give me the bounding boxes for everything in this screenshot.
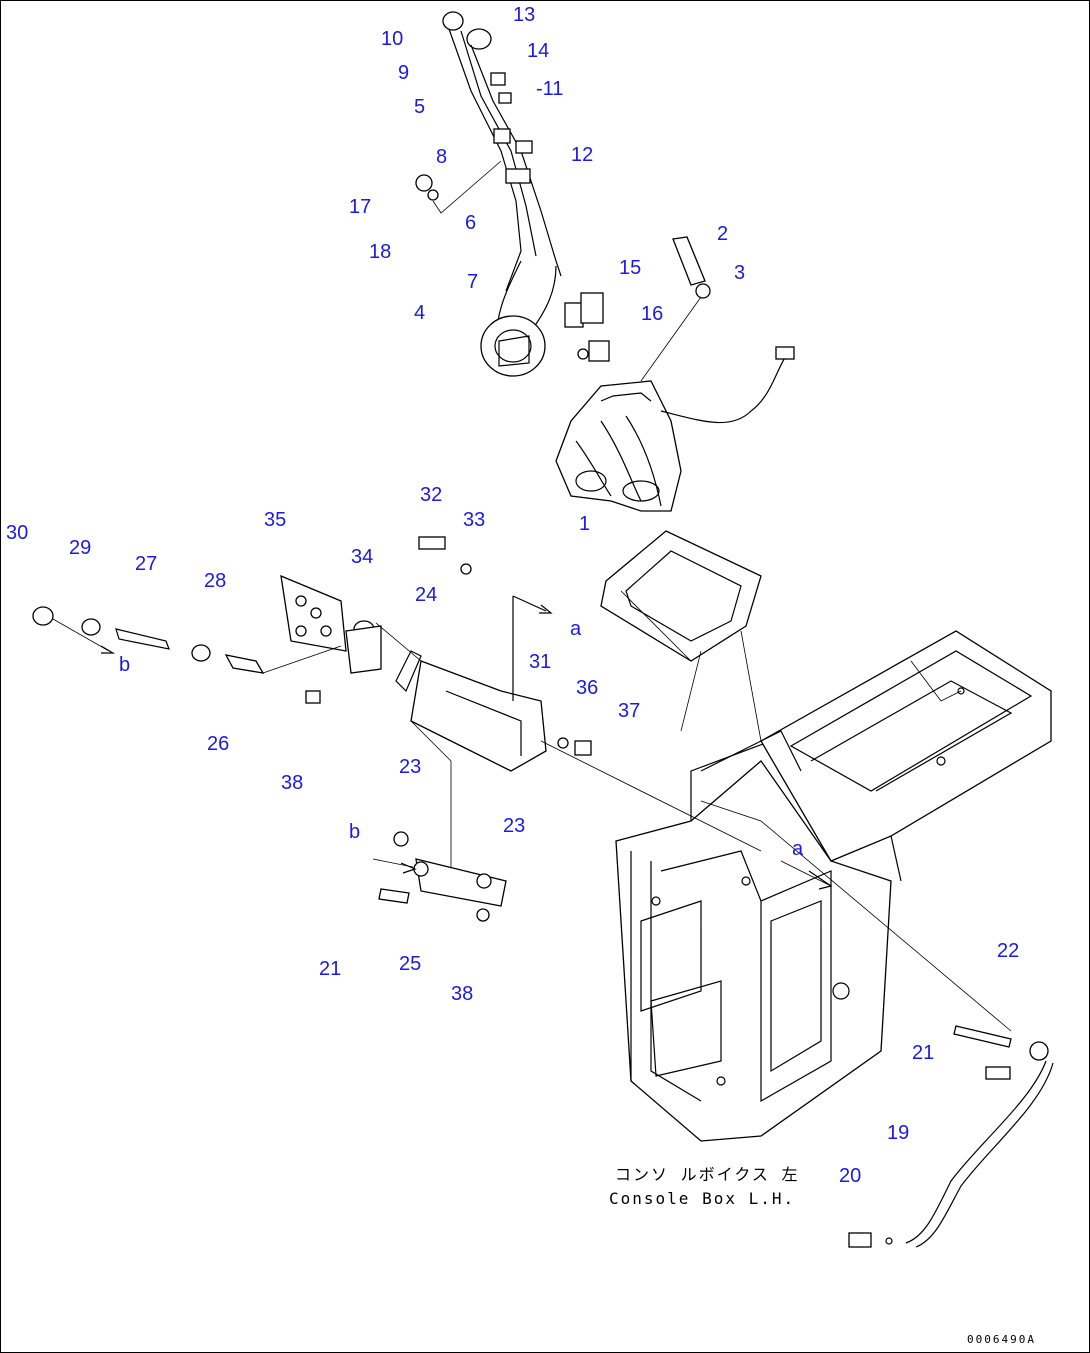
part-label-32: 32	[420, 484, 443, 506]
small-parts-2-3-15-16	[564, 236, 711, 382]
part-label-18: 18	[369, 241, 392, 263]
part-label-13: 13	[513, 4, 536, 26]
part-label-27: 27	[135, 553, 158, 575]
part-label-12: 12	[571, 144, 594, 166]
part-label-26: 26	[207, 733, 230, 755]
part-label-3: 3	[734, 262, 746, 284]
part-label-23-left: 23	[399, 756, 422, 778]
part-label-16: 16	[641, 303, 664, 325]
part-label-8: 8	[436, 146, 448, 168]
bracket-assembly	[280, 536, 762, 871]
part-label-37: 37	[618, 700, 641, 722]
part-label-30: 30	[6, 522, 29, 544]
part-label-38-top: 38	[281, 772, 304, 794]
ref-label-b-1: b	[119, 654, 131, 676]
part-label-20: 20	[839, 1165, 862, 1187]
part-label-31: 31	[529, 651, 552, 673]
part-label-35: 35	[264, 509, 287, 531]
part-label-17: 17	[349, 196, 372, 218]
part-label-2: 2	[717, 223, 729, 245]
ref-label-a-2: a	[792, 838, 804, 860]
part-label-21-left: 21	[319, 958, 342, 980]
part-label-36: 36	[576, 677, 599, 699]
part-label-7: 7	[467, 271, 479, 293]
part-label-25: 25	[399, 953, 422, 975]
part-label-28: 28	[204, 570, 227, 592]
part-label-4: 4	[414, 302, 426, 324]
part-label-21-right: 21	[912, 1042, 935, 1064]
lower-bracket	[372, 831, 507, 922]
part-label-1: 1	[579, 513, 591, 535]
valve-part-1	[555, 346, 795, 512]
part-label-29: 29	[69, 537, 92, 559]
drawing-code: 0006490A	[967, 1333, 1036, 1346]
ref-label-b-2: b	[349, 821, 361, 843]
part-label-33: 33	[463, 509, 486, 531]
part-label-22: 22	[997, 940, 1020, 962]
part-label-19: 19	[887, 1122, 910, 1144]
caption-japanese: コンソ ルボイクス 左	[615, 1165, 800, 1184]
part-label-10: 10	[381, 28, 404, 50]
lever-assembly	[415, 11, 562, 377]
part-label-14: 14	[527, 40, 550, 62]
left-linkage	[32, 606, 342, 704]
mounting-plate	[600, 530, 762, 742]
part-label-11: -11	[536, 78, 564, 100]
part-label-15: 15	[619, 257, 642, 279]
rod-assembly	[700, 800, 1054, 1248]
part-label-24: 24	[415, 584, 438, 606]
part-label-38-bottom: 38	[451, 983, 474, 1005]
part-label-5: 5	[414, 96, 426, 118]
caption-english: Console Box L.H.	[609, 1189, 796, 1208]
base-frame	[700, 630, 1052, 882]
part-label-34: 34	[351, 546, 374, 568]
part-label-9: 9	[398, 62, 410, 84]
ref-label-a-1: a	[570, 618, 582, 640]
part-label-23-right: 23	[503, 815, 526, 837]
part-label-6: 6	[465, 212, 477, 234]
